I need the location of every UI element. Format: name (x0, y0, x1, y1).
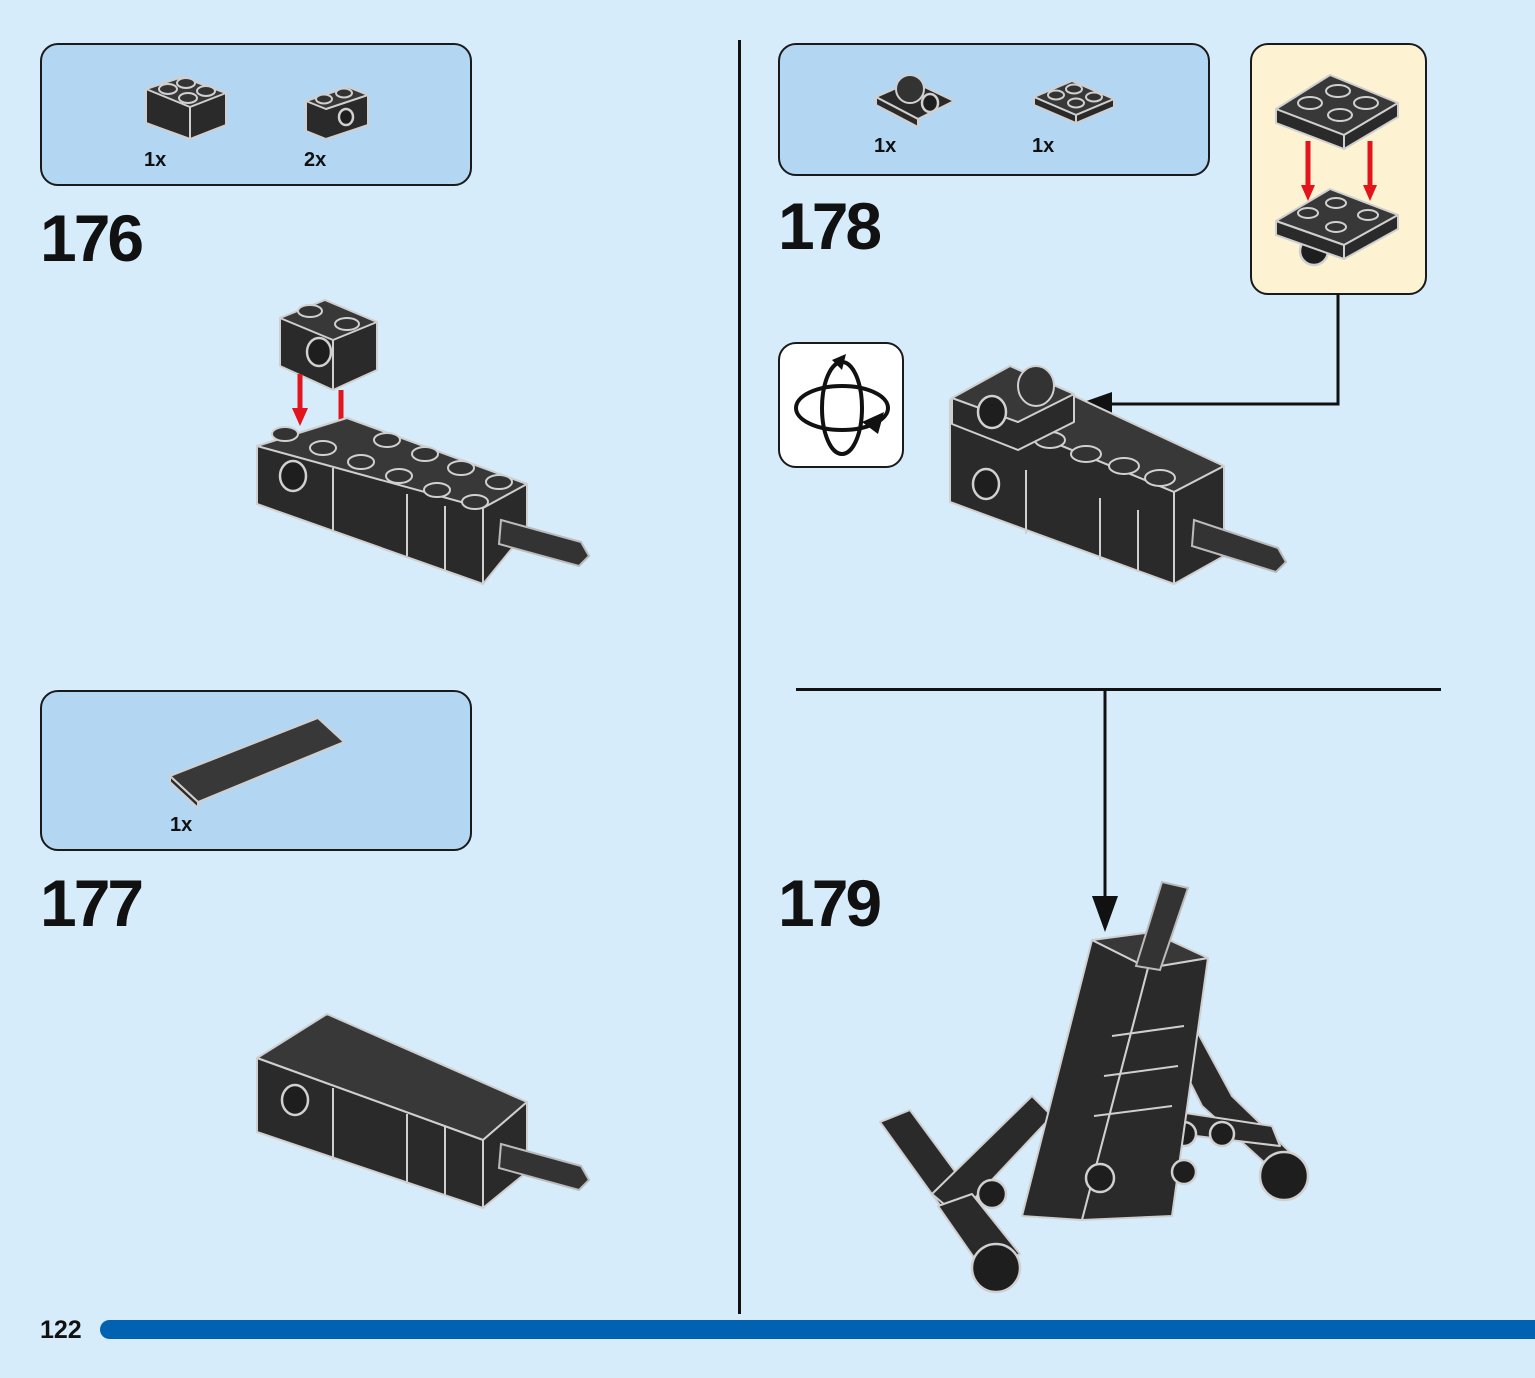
part-qty: 1x (144, 149, 167, 171)
part-qty: 2x (304, 149, 327, 171)
part-qty: 1x (874, 135, 897, 157)
step-number: 176 (40, 201, 144, 275)
plate-2x2-icon (1033, 80, 1115, 124)
step-178-assembly (949, 365, 1288, 585)
technic-brick-1x2-icon (305, 86, 369, 140)
parts-box-step-178: 1x 1x (778, 43, 1210, 176)
part-qty: 1x (1032, 135, 1055, 157)
step-number: 178 (778, 189, 882, 263)
sub-assembly-figure (1275, 74, 1399, 267)
placement-arrow (1092, 690, 1118, 932)
step-number: 179 (778, 866, 882, 940)
base-assembly (256, 417, 591, 585)
page-number: 122 (40, 1316, 82, 1344)
parts-box-step-177: 1x (40, 690, 472, 851)
technic-brick-1x2-falling (279, 299, 378, 391)
column-divider (738, 40, 741, 1314)
step-177-assembly (256, 1013, 591, 1209)
tile-1x6-icon (169, 717, 345, 809)
part-qty: 1x (170, 814, 193, 836)
step-divider (796, 688, 1441, 691)
sub-assembly-callout (1250, 43, 1427, 295)
plate-with-clip-icon (875, 74, 955, 128)
step-179-assembly (879, 880, 1310, 1294)
step-number: 177 (40, 866, 144, 940)
page-progress-bar (100, 1320, 1535, 1339)
step-176-assembly (256, 299, 591, 585)
parts-box-step-176: 1x 2x (40, 43, 472, 186)
rotate-model-icon (778, 342, 904, 468)
brick-2x2-icon (145, 76, 227, 140)
